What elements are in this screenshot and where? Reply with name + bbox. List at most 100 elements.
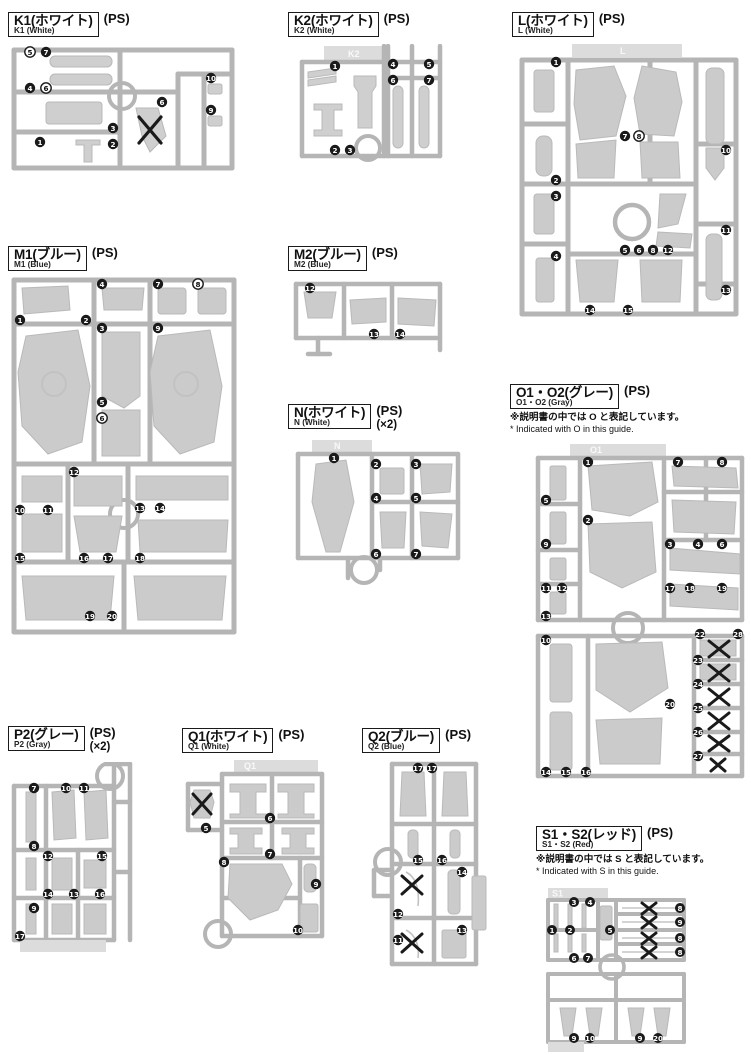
svg-text:2: 2 [110,140,115,149]
svg-text:1: 1 [332,62,337,71]
svg-text:6: 6 [99,414,104,423]
svg-text:7: 7 [675,458,680,467]
svg-text:5: 5 [203,824,208,833]
svg-text:10: 10 [585,1034,595,1043]
svg-text:4: 4 [99,280,104,289]
runner-name-jp: P2(グレー) [14,727,79,742]
svg-text:10: 10 [15,506,25,515]
svg-text:15: 15 [623,306,633,315]
runner-quantity: (×2) [89,740,111,753]
svg-text:27: 27 [693,752,703,761]
svg-text:18: 18 [135,554,145,563]
svg-text:10: 10 [61,784,71,793]
runner-group-s: S1・S2(レッド) S1・S2 (Red) (PS) ※説明書の中では S と… [536,826,709,877]
svg-text:5: 5 [413,494,418,503]
runner-label-o: O1・O2(グレー) O1・O2 (Gray) (PS) [510,384,684,410]
runner-group-l: L(ホワイト) L (White) (PS) [512,12,625,38]
runner-name-box-o: O1・O2(グレー) O1・O2 (Gray) [510,384,620,410]
svg-text:14: 14 [585,306,595,315]
svg-text:23: 23 [693,656,703,665]
svg-text:9: 9 [313,880,318,889]
runner-name-jp: K2(ホワイト) [294,13,373,28]
svg-text:8: 8 [677,948,682,957]
svg-text:7: 7 [413,550,418,559]
runner-material: (PS) [91,245,118,260]
runner-note-en: * Indicated with S in this guide. [536,866,659,877]
runner-name-jp: N(ホワイト) [294,405,366,420]
runner-label-p2: P2(グレー) P2 (Gray) (PS) (×2) [8,726,116,754]
svg-text:13: 13 [457,926,467,935]
svg-text:19: 19 [717,584,727,593]
svg-text:5: 5 [622,246,627,255]
svg-text:1: 1 [553,58,558,67]
svg-text:13: 13 [541,612,551,621]
svg-text:1: 1 [37,138,42,147]
svg-text:10: 10 [206,74,216,83]
runner-name-en: N (White) [294,417,330,427]
svg-text:20: 20 [665,700,675,709]
svg-text:18: 18 [685,584,695,593]
runner-label-n: N(ホワイト) N (White) (PS) (×2) [288,404,402,432]
svg-text:11: 11 [541,584,551,593]
runner-name-jp: S1・S2(レッド) [542,827,637,842]
svg-text:16: 16 [581,768,591,777]
svg-text:7: 7 [426,76,431,85]
runner-material: (PS) [647,825,674,840]
svg-text:7: 7 [43,48,48,57]
svg-text:14: 14 [457,868,467,877]
svg-text:14: 14 [155,504,165,513]
svg-text:4: 4 [27,84,32,93]
svg-text:7: 7 [155,280,160,289]
svg-text:L: L [620,46,626,56]
svg-text:8: 8 [195,280,200,289]
svg-text:11: 11 [43,506,53,515]
runner-label-q2: Q2(ブルー) Q2 (Blue) (PS) [362,728,471,754]
runner-group-q1: Q1(ホワイト) Q1 (White) (PS) [182,727,305,754]
svg-text:10: 10 [721,146,731,155]
runner-name-en: Q1 (White) [188,741,229,751]
svg-text:17: 17 [413,764,423,773]
svg-text:14: 14 [395,330,405,339]
svg-text:6: 6 [267,814,272,823]
sprue-art-n: N 1 2 3 4 5 6 [288,440,468,590]
svg-text:15: 15 [413,856,423,865]
svg-text:5: 5 [426,60,431,69]
svg-text:6: 6 [636,246,641,255]
runner-group-k2: K2(ホワイト) K2 (White) (PS) [288,12,410,38]
runner-label-q1: Q1(ホワイト) Q1 (White) (PS) [182,727,305,754]
svg-text:6: 6 [571,954,576,963]
svg-text:1: 1 [331,454,336,463]
svg-text:3: 3 [553,192,558,201]
svg-text:3: 3 [667,540,672,549]
runner-name-en: L (White) [518,25,553,35]
svg-text:8: 8 [677,904,682,913]
runner-name-en: Q2 (Blue) [368,741,405,751]
svg-text:14: 14 [43,890,53,899]
runner-name-en: M1 (Blue) [14,259,51,269]
runner-group-m1: M1(ブルー) M1 (Blue) (PS) [8,245,118,272]
svg-text:14: 14 [541,768,551,777]
svg-text:4: 4 [373,494,378,503]
svg-text:7: 7 [585,954,590,963]
svg-text:9: 9 [155,324,160,333]
runner-name-en: M2 (Blue) [294,259,331,269]
svg-text:12: 12 [305,284,315,293]
runner-label-k2: K2(ホワイト) K2 (White) (PS) [288,12,410,38]
runner-name-box-l: L(ホワイト) L (White) [512,12,594,38]
svg-text:2: 2 [332,146,337,155]
svg-text:22: 22 [695,630,705,639]
svg-text:1: 1 [17,316,22,325]
runner-group-n: N(ホワイト) N (White) (PS) (×2) [288,404,402,432]
runner-name-box-k2: K2(ホワイト) K2 (White) [288,12,379,38]
svg-text:12: 12 [43,852,53,861]
svg-text:8: 8 [221,858,226,867]
svg-text:12: 12 [663,246,673,255]
svg-text:25: 25 [693,704,703,713]
runner-note-en: * Indicated with O in this guide. [510,424,634,435]
svg-text:24: 24 [693,680,703,689]
runner-name-jp: L(ホワイト) [518,13,588,28]
svg-text:19: 19 [85,612,95,621]
runner-name-box-q2: Q2(ブルー) Q2 (Blue) [362,728,441,754]
runner-material: (PS) [278,727,305,742]
svg-text:4: 4 [695,540,700,549]
